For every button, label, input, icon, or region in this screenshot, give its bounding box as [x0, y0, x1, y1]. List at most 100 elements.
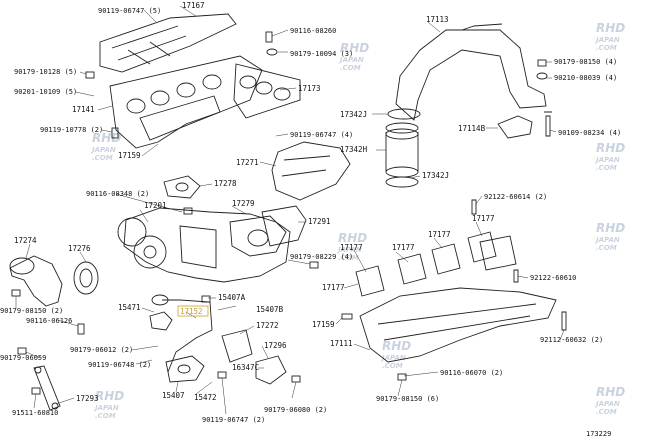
- part-label[interactable]: 90179-10094 (3): [290, 50, 353, 58]
- part-label[interactable]: 17296: [264, 341, 287, 350]
- bolt-hole: [51, 402, 59, 410]
- part-label[interactable]: 17342J: [340, 110, 367, 119]
- watermark-com: .COM: [92, 154, 113, 162]
- watermark-com: .COM: [382, 362, 403, 370]
- part-label[interactable]: 15407B: [256, 305, 284, 314]
- part-label[interactable]: 91511-60810: [12, 409, 58, 417]
- part-label[interactable]: 17278: [214, 179, 237, 188]
- watermark-rhd: RHD: [92, 131, 121, 145]
- watermark-rhd: RHD: [338, 231, 367, 245]
- part-label[interactable]: 17276: [68, 244, 91, 253]
- gasket-port: [239, 75, 257, 89]
- hose-clamp: [385, 176, 419, 188]
- part-label[interactable]: 92112-60632 (2): [540, 336, 603, 344]
- compressor-inlet: [117, 217, 147, 247]
- part-label[interactable]: 17279: [232, 199, 255, 208]
- watermark-rhd: RHD: [596, 385, 625, 399]
- part-label[interactable]: 92122-60614 (2): [484, 193, 547, 201]
- watermark-japan: JAPAN: [93, 404, 119, 412]
- bolt: [31, 387, 41, 395]
- watermark-rhd: RHD: [596, 221, 625, 235]
- part-label[interactable]: 90179-08150 (4): [554, 58, 617, 66]
- small-gasket: [255, 355, 287, 385]
- manifold-gasket-upper: [139, 95, 221, 141]
- part-label[interactable]: 90201-10109 (5): [14, 88, 77, 96]
- part-label[interactable]: 90179-08150 (6): [376, 395, 439, 403]
- watermark-rhd: RHD: [95, 389, 124, 403]
- part-label[interactable]: 17272: [256, 321, 279, 330]
- part-label[interactable]: 90116-08348 (2): [86, 190, 149, 198]
- manifold-port: [176, 82, 196, 98]
- part-label[interactable]: 17141: [72, 105, 95, 114]
- bolt: [341, 313, 353, 320]
- part-label[interactable]: 90119-06747 (4): [290, 131, 353, 139]
- part-label[interactable]: 17201: [144, 201, 167, 210]
- compressor-wheel: [143, 245, 157, 259]
- manifold-port: [150, 90, 170, 106]
- part-label[interactable]: 17111: [330, 339, 353, 348]
- part-label[interactable]: 17114B: [458, 124, 486, 133]
- part-label[interactable]: 15471: [118, 303, 141, 312]
- part-label[interactable]: 15407A: [218, 293, 246, 302]
- watermark-japan: JAPAN: [594, 156, 620, 164]
- oil-pipe-flange: [149, 311, 173, 331]
- heat-shield-upper: [99, 13, 237, 73]
- stud-bolt: [471, 199, 477, 215]
- part-label[interactable]: 17177: [472, 214, 495, 223]
- part-label[interactable]: 92122-60610: [530, 274, 576, 282]
- part-label[interactable]: 90119-06747 (2): [202, 416, 265, 424]
- elbow-opening: [9, 257, 35, 275]
- part-label[interactable]: 17293: [76, 394, 99, 403]
- oil-return-flange: [165, 355, 205, 383]
- part-label[interactable]: 90210-08039 (4): [554, 74, 617, 82]
- figure-number: 173229: [586, 430, 611, 438]
- part-label[interactable]: 90179-06059: [0, 354, 46, 362]
- intake-manifold: [359, 287, 557, 363]
- part-label[interactable]: 15407: [162, 391, 185, 400]
- flange-port: [177, 364, 191, 374]
- port-gasket: [479, 235, 517, 271]
- turbo-heat-insulator: [271, 141, 351, 201]
- part-label[interactable]: 90179-06012 (2): [70, 346, 133, 354]
- washer: [536, 72, 548, 80]
- part-label[interactable]: 17274: [14, 236, 37, 245]
- elbow-gasket: [73, 261, 99, 295]
- part-label[interactable]: 17342H: [340, 145, 368, 154]
- exhaust-manifold: [109, 55, 263, 149]
- part-label[interactable]: 16347C: [232, 363, 259, 372]
- part-label[interactable]: 15472: [194, 393, 217, 402]
- part-label[interactable]: 90116-06126: [26, 317, 72, 325]
- part-label[interactable]: 17177: [340, 243, 363, 252]
- part-label[interactable]: 90179-06080 (2): [264, 406, 327, 414]
- part-label[interactable]: 17291: [308, 217, 331, 226]
- part-label[interactable]: 17177: [322, 283, 345, 292]
- part-label[interactable]: 90179-10128 (5): [14, 68, 77, 76]
- manifold-port: [202, 74, 222, 90]
- part-label[interactable]: 17167: [182, 1, 205, 10]
- part-label[interactable]: 90119-10778 (2): [40, 126, 103, 134]
- part-label[interactable]: 17113: [426, 15, 449, 24]
- watermark-japan: JAPAN: [594, 400, 620, 408]
- part-label[interactable]: 90116-08260: [290, 27, 336, 35]
- part-label[interactable]: 90119-06748 (2): [88, 361, 151, 369]
- watermark-com: .COM: [95, 412, 116, 420]
- watermark-rhd: RHD: [382, 339, 411, 353]
- center-housing: [179, 225, 217, 269]
- part-label[interactable]: 90179-08229 (4): [290, 253, 353, 261]
- part-label-highlighted[interactable]: 17152: [180, 307, 203, 316]
- part-label[interactable]: 17271: [236, 158, 259, 167]
- part-label[interactable]: 17159: [118, 151, 141, 160]
- part-label[interactable]: 17159: [312, 320, 335, 329]
- manifold-runner: [377, 303, 537, 341]
- part-label[interactable]: 90109-08234 (4): [558, 129, 621, 137]
- part-label[interactable]: 90116-06070 (2): [440, 369, 503, 377]
- part-label[interactable]: 17177: [392, 243, 415, 252]
- part-label[interactable]: 90179-08150 (2): [0, 307, 63, 315]
- part-label[interactable]: 17173: [298, 84, 321, 93]
- part-label[interactable]: 90119-06747 (5): [98, 7, 161, 15]
- bolt: [265, 31, 273, 43]
- part-label[interactable]: 17177: [428, 230, 451, 239]
- part-label[interactable]: 17342J: [422, 171, 449, 180]
